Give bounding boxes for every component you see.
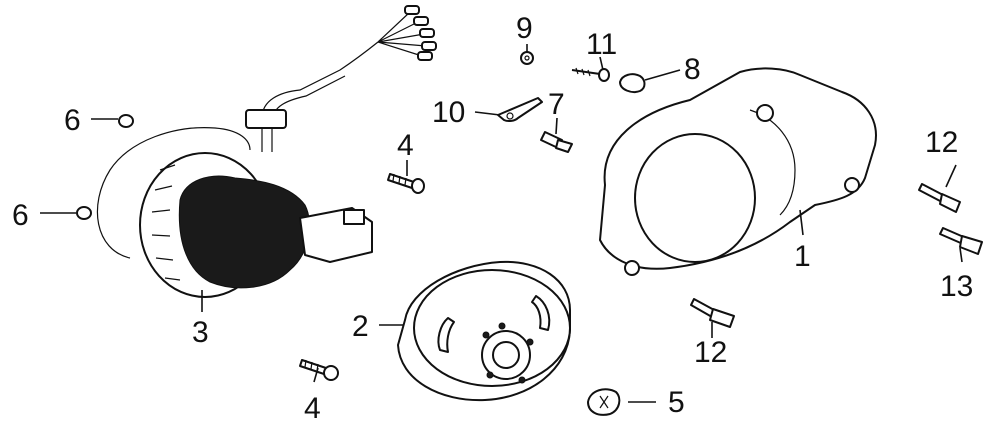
stator-gasket <box>96 127 251 259</box>
callout-7: 7 <box>548 88 565 121</box>
flywheel-holes <box>482 322 534 384</box>
callout-6-lower: 6 <box>12 199 29 232</box>
cover-lug-top <box>756 104 774 122</box>
mounting-bracket <box>497 97 543 123</box>
bolt-7 <box>540 131 573 153</box>
callout-13: 13 <box>940 270 973 303</box>
bolt-13 <box>939 227 983 255</box>
callout-4-upper: 4 <box>397 129 414 162</box>
callout-4-lower: 4 <box>304 392 321 425</box>
screw-upper <box>387 173 425 194</box>
side-cover <box>599 67 877 276</box>
callout-9: 9 <box>516 12 533 45</box>
bolt-12-lower <box>690 298 735 328</box>
callout-1: 1 <box>794 240 811 273</box>
bolt-12-upper <box>918 183 961 213</box>
flywheel-face <box>413 269 571 387</box>
small-screw <box>571 67 610 82</box>
callout-labels: 6 6 3 4 4 2 9 11 8 10 7 1 12 13 12 5 <box>12 12 973 425</box>
stator-fins <box>151 164 181 281</box>
flywheel-slot-right <box>531 295 551 331</box>
callout-12-lower: 12 <box>694 336 727 369</box>
wire-terminals <box>404 5 437 61</box>
flywheel-slot-left <box>437 317 455 353</box>
screw-lower <box>299 359 339 381</box>
flywheel-bore <box>492 341 520 369</box>
cover-lug-right <box>844 177 860 193</box>
callout-11: 11 <box>586 28 617 61</box>
harness-wire-ends <box>377 11 427 57</box>
stator-assembly <box>96 5 437 298</box>
cover-lug-bottom <box>624 260 640 276</box>
callout-2: 2 <box>352 310 369 343</box>
wiring-harness <box>261 41 379 152</box>
callout-3: 3 <box>192 316 209 349</box>
callout-12-upper: 12 <box>925 126 958 159</box>
leader-lines <box>40 44 963 403</box>
side-cover-dome <box>634 133 756 263</box>
callout-5: 5 <box>668 386 685 419</box>
o-ring-lower <box>76 206 92 220</box>
callout-10: 10 <box>432 96 465 129</box>
o-ring-upper <box>118 114 134 128</box>
harness-clamp <box>245 109 287 129</box>
washer <box>520 51 534 65</box>
grommet-plug <box>619 73 646 93</box>
flywheel-rotor <box>397 260 571 402</box>
callout-6-upper: 6 <box>64 104 81 137</box>
callout-8: 8 <box>684 53 701 86</box>
stator-coils <box>178 175 311 289</box>
pickup-tab <box>343 209 365 225</box>
